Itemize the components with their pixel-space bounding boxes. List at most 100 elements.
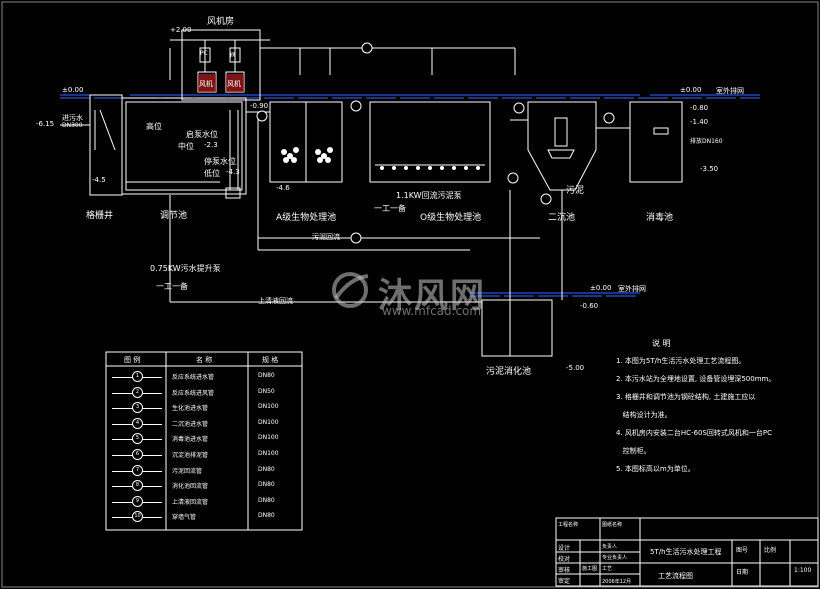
air-pipe <box>169 47 516 80</box>
legend-row: 5 消毒池进水管 DN100 <box>106 433 302 448</box>
tb-check: 校对 <box>558 556 571 563</box>
tb-small-3: 专业负责人 <box>602 555 628 561</box>
legend-number: 9 <box>132 495 143 507</box>
inlet-level: -6.15 <box>36 120 55 128</box>
fan-unit-1 <box>198 74 216 92</box>
legend-header-spec: 规 格 <box>262 356 279 364</box>
tb-dwg-no: 图号 <box>736 547 749 554</box>
lift-pipe <box>246 111 470 251</box>
fan-unit-2-label: 风机 <box>227 80 241 88</box>
regulating-tank <box>121 97 247 199</box>
watermark: 沐风网 www.mfcad.com <box>328 268 498 320</box>
disinfect-bottom-level: -3.50 <box>700 165 719 173</box>
outfall2-label: 室外排网 <box>618 285 646 293</box>
legend-row: 4 二沉池进水管 DN100 <box>106 417 302 433</box>
inlet-label: 进污水 <box>62 114 83 122</box>
legend-name: 反应系统进风管 <box>172 389 215 397</box>
notes-heading: 说 明 <box>652 339 671 348</box>
legend-number: 10 <box>132 511 143 523</box>
legend-number: 4 <box>132 417 143 429</box>
legend-spec: DN100 <box>258 418 279 426</box>
outfall-label: 室外排网 <box>716 87 744 95</box>
fan-small-2-label: 阀 <box>230 52 237 59</box>
legend-spec: DN80 <box>258 512 275 520</box>
disinfect-top-level: -0.80 <box>690 104 709 112</box>
tb-scale-value: 1:100 <box>794 567 812 574</box>
o-tank-diffusers <box>380 166 480 170</box>
legend-name: 消化池回流管 <box>172 483 209 491</box>
fan-unit-1-label: 风机 <box>199 80 213 88</box>
fan-unit-2 <box>226 74 244 92</box>
sludge-ground-level: ±0.00 <box>590 284 612 292</box>
recycle-pump-qty: 一工一备 <box>374 204 406 213</box>
sludge-label: 污泥 <box>566 186 585 196</box>
legend-name: 反应系统进水管 <box>172 374 215 381</box>
legend-spec: DN100 <box>258 434 279 442</box>
low-level-label: 低位 <box>204 169 220 178</box>
legend-row: 6 沉淀池排泥管 DN100 <box>106 449 302 464</box>
tb-small-0: 工程名称 <box>558 522 579 528</box>
legend-number: 6 <box>132 449 143 460</box>
legend-name: 污泥回流管 <box>172 467 203 475</box>
tb-small-5: 施工图 <box>582 566 598 572</box>
fan-room-elevation: +2.00 <box>170 26 192 34</box>
ground-level-left: ±0.00 <box>62 86 84 94</box>
grid-well <box>60 94 123 196</box>
legend-number: 3 <box>132 402 143 414</box>
tb-approve: 审定 <box>558 578 571 585</box>
tank-label-grid: 格栅井 <box>86 211 114 221</box>
inlet-pipe-label: DN300 <box>62 122 83 129</box>
sludge-digestion-tank <box>481 190 553 357</box>
disinfection-tank <box>596 101 683 183</box>
return-lines <box>169 195 540 303</box>
supernatant-return-label: 上清液回流 <box>258 297 293 305</box>
watermark-text: 沐风网 <box>378 276 486 316</box>
tank-label-sludge: 污泥消化池 <box>486 367 532 377</box>
legend-spec: DN80 <box>258 372 275 379</box>
low-level-value: -4.3 <box>226 168 240 176</box>
tb-small-4: 工艺 <box>602 566 613 572</box>
a-tank-bottom-level: -4.6 <box>276 184 290 192</box>
legend-number: 5 <box>132 433 143 445</box>
disinfect-mid-level: -1.40 <box>690 118 709 126</box>
tank-label-secondary: 二沉池 <box>548 213 576 223</box>
high-level-label: 高位 <box>146 122 162 131</box>
start-level-label: 启泵水位 <box>186 130 218 139</box>
legend-spec: DN80 <box>258 465 275 473</box>
tb-design: 设计 <box>558 545 571 552</box>
tb-review: 审核 <box>558 567 571 574</box>
watermark-url: www.mfcad.com <box>382 304 482 318</box>
legend-name: 沉淀池排泥管 <box>172 452 209 459</box>
legend-spec: DN80 <box>258 481 275 489</box>
tb-small-1: 图纸名称 <box>602 522 623 528</box>
reg-top-level: -0.90 <box>250 102 269 110</box>
note-line: 1. 本图为5T/h生活污水处理工艺流程图。 <box>616 357 746 365</box>
legend-name: 二沉池进水管 <box>172 420 209 428</box>
ground-level-right: ±0.00 <box>680 86 702 94</box>
note-line: 结构设计为准。 <box>616 411 672 419</box>
pipe-markers <box>256 42 615 244</box>
legend-name: 上清液回流管 <box>172 498 209 506</box>
tb-scale-label: 比例 <box>764 547 777 554</box>
tank-label-regulate: 调节池 <box>160 211 188 221</box>
legend-name: 消毒池进水管 <box>172 436 209 444</box>
sludge-top-level: -0.60 <box>580 302 599 310</box>
project-name: 5T/h生活污水处理工程 <box>650 548 722 556</box>
legend-header-symbol: 图 例 <box>124 356 141 364</box>
legend-spec: DN100 <box>258 450 279 457</box>
tb-small-6: 2006年12月 <box>602 579 632 585</box>
legend-table <box>105 351 303 531</box>
legend-number: 1 <box>132 371 143 382</box>
note-line: 控制柜。 <box>616 447 651 455</box>
mid-level-label: 中位 <box>178 142 194 151</box>
fan-room-title: 风机房 <box>207 17 235 27</box>
tb-small-2: 负责人 <box>602 544 618 550</box>
tank-label-a: A级生物处理池 <box>276 213 337 223</box>
sludge-bottom-level: -5.00 <box>566 364 585 372</box>
